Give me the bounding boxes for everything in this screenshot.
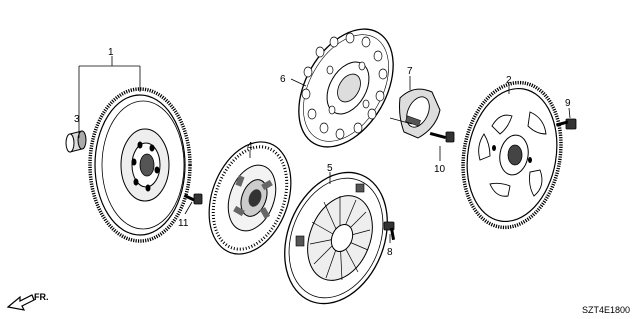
callout-5: 5 — [327, 163, 333, 174]
callout-7: 7 — [407, 66, 413, 77]
callout-2: 2 — [506, 75, 512, 86]
callout-6: 6 — [280, 74, 286, 85]
callout-3: 3 — [74, 114, 80, 125]
clutch-disc — [208, 141, 292, 255]
callout-8: 8 — [387, 247, 393, 258]
release-bracket — [389, 88, 441, 139]
callouts: 1 2 3 4 5 6 7 8 9 10 11 — [74, 47, 571, 258]
callout-1: 1 — [108, 47, 114, 58]
diagram-code: SZT4E1800 — [582, 305, 630, 315]
bolt-9 — [555, 118, 577, 130]
flex-plate — [298, 28, 394, 148]
drive-plate — [461, 80, 563, 230]
callout-9: 9 — [565, 98, 571, 109]
pressure-plate — [284, 171, 388, 305]
leader-lines — [78, 56, 571, 243]
bolt-8 — [383, 221, 396, 241]
bolt-10 — [429, 131, 455, 143]
flywheel — [88, 87, 192, 243]
bushing — [65, 130, 87, 153]
bolt-11 — [183, 193, 203, 205]
direction-label: FR. — [34, 292, 49, 302]
front-direction-arrow: FR. — [6, 292, 49, 311]
callout-4: 4 — [247, 141, 253, 152]
callout-11: 11 — [178, 218, 189, 229]
callout-10: 10 — [434, 164, 446, 175]
